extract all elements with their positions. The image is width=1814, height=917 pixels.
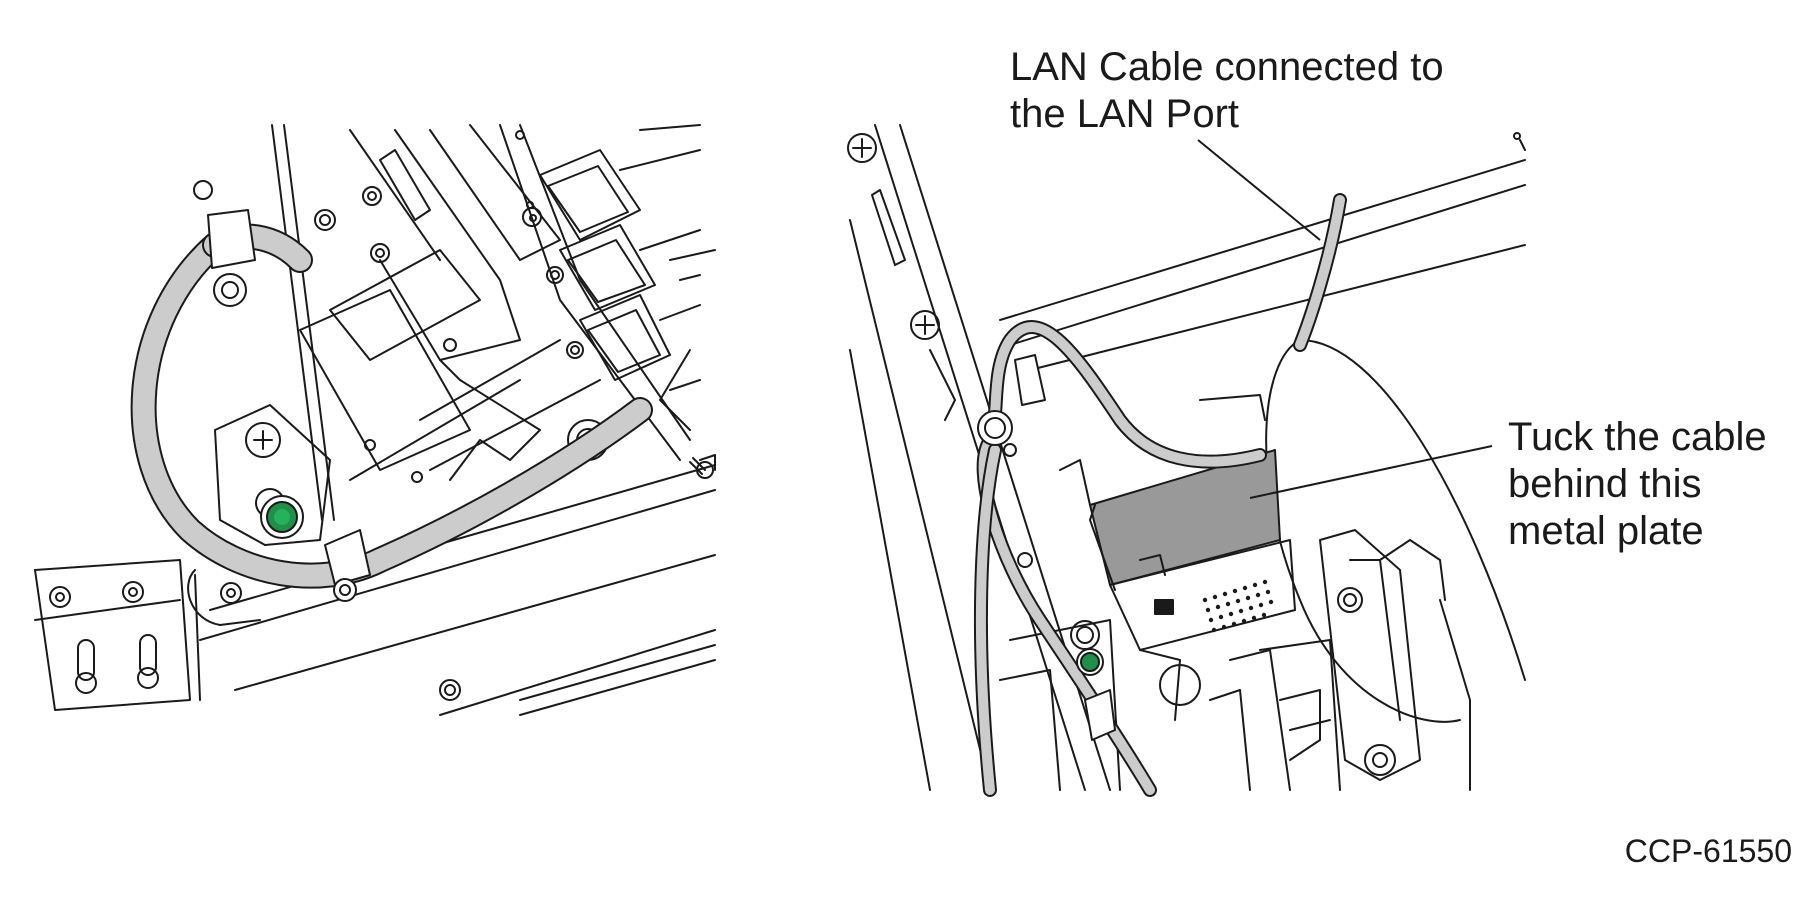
callout-tuck-line1: Tuck the cable bbox=[1508, 415, 1767, 459]
callout-lan-cable-label: LAN Cable connected to the LAN Port bbox=[1010, 44, 1444, 138]
callout-leader-lines bbox=[1197, 139, 1493, 499]
callout-lan-line2: the LAN Port bbox=[1010, 92, 1240, 136]
left-detail-view bbox=[34, 124, 716, 716]
leader-line-metal-plate bbox=[1249, 445, 1493, 499]
callout-lan-line1: LAN Cable connected to bbox=[1010, 45, 1444, 89]
callout-tuck-line3: metal plate bbox=[1508, 509, 1704, 553]
callout-tuck-cable-label: Tuck the cable behind this metal plate bbox=[1508, 414, 1767, 555]
right-detail-view bbox=[847, 124, 1526, 797]
speaker-grille bbox=[1202, 579, 1274, 633]
figure-id-label: CCP-61550 bbox=[1624, 833, 1792, 869]
callout-tuck-line2: behind this bbox=[1508, 462, 1702, 506]
leader-line-lan-cable bbox=[1197, 139, 1321, 241]
